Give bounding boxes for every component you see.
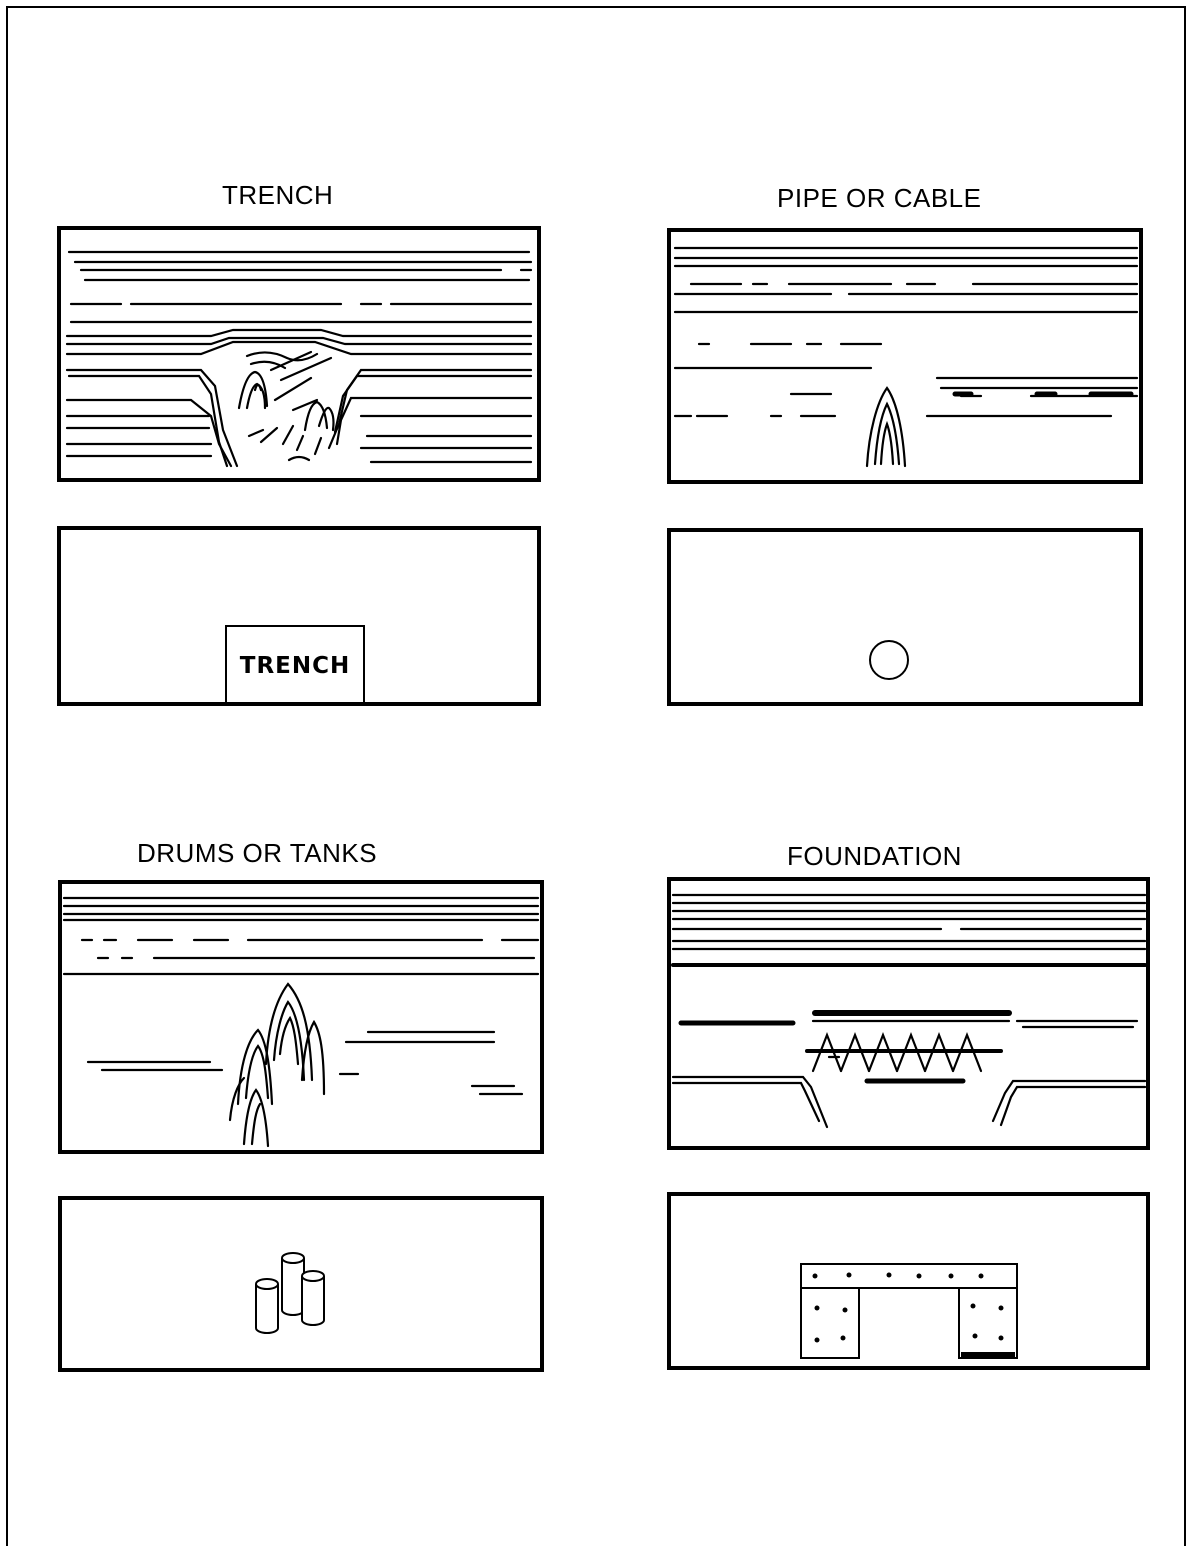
foundation-symbol-panel: [667, 1192, 1150, 1370]
trench-symbol-label: TRENCH: [240, 653, 351, 679]
trench-symbol-panel: TRENCH: [57, 526, 541, 706]
foundation-icon: [671, 1196, 1146, 1366]
foundation-radargram-sketch: [671, 881, 1146, 1146]
pipe-radargram-sketch: [671, 232, 1139, 480]
pipe-title: PIPE OR CABLE: [777, 183, 981, 214]
pipe-symbol-panel: [667, 528, 1143, 706]
drums-title: DRUMS OR TANKS: [137, 838, 377, 869]
drums-radargram-panel: [58, 880, 544, 1154]
trench-radargram-panel: [57, 226, 541, 482]
drums-symbol-panel: [58, 1196, 544, 1372]
foundation-radargram-panel: [667, 877, 1150, 1150]
pipe-symbol-sketch: [671, 532, 1139, 702]
trench-title: TRENCH: [222, 180, 333, 211]
foundation-title: FOUNDATION: [787, 841, 962, 872]
trench-radargram-sketch: [61, 230, 537, 478]
trench-symbol-box: TRENCH: [225, 625, 365, 706]
pipe-circle-icon: [870, 641, 908, 679]
drums-icon: [62, 1200, 540, 1368]
drums-radargram-sketch: [62, 884, 540, 1150]
pipe-radargram-panel: [667, 228, 1143, 484]
